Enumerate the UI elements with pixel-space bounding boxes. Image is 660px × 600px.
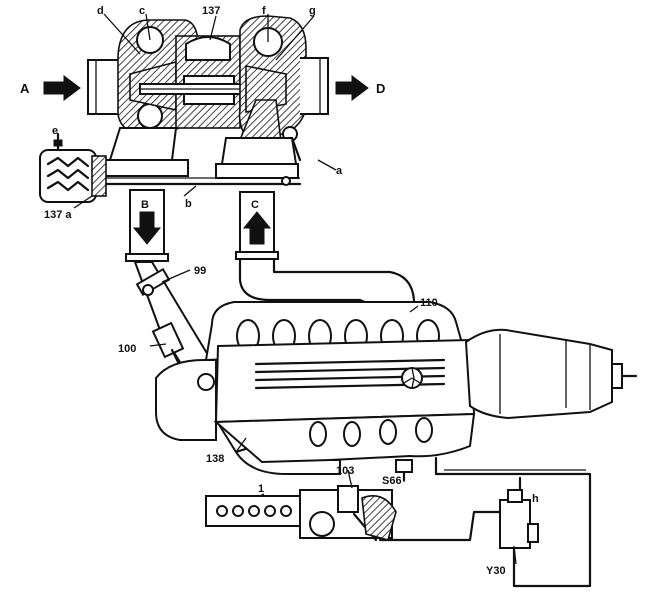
compressor-outlet-flange [108, 127, 178, 161]
signal-line [434, 456, 592, 588]
arrow-a-intake [43, 75, 81, 101]
engine [155, 301, 638, 482]
label-103: 103 [336, 465, 354, 477]
arrow-d-exhaust [335, 75, 369, 101]
label-c: c [139, 5, 145, 17]
valve-y30 [499, 499, 531, 549]
label-99: 99 [194, 265, 206, 277]
label-A: A [20, 81, 30, 96]
pipes [125, 189, 416, 310]
turbocharger [87, 15, 329, 179]
turbine-inlet-flange [220, 137, 298, 165]
label-d: d [97, 5, 104, 17]
label-g: g [309, 5, 316, 17]
switch-s66 [395, 459, 413, 473]
label-C: C [251, 199, 259, 211]
arrow-c-up [242, 211, 272, 245]
label-110: 110 [420, 297, 438, 309]
exhaust-outlet [300, 57, 329, 115]
label-137a: 137 a [44, 209, 72, 221]
label-f: f [262, 5, 266, 17]
vacuum-line [378, 510, 510, 542]
label-S66: S66 [382, 475, 402, 487]
arrow-b-down [132, 211, 162, 245]
label-D: D [376, 81, 385, 96]
label-138: 138 [206, 453, 224, 465]
engine-front [155, 359, 217, 441]
label-100: 100 [118, 343, 136, 355]
label-a: a [336, 165, 343, 177]
wastegate-actuator [39, 132, 302, 203]
valve-cover [214, 338, 476, 424]
label-B: B [141, 199, 149, 211]
labels: A D d c 137 f g a e b 137 a B C 99 100 1… [20, 5, 539, 577]
label-h: h [532, 493, 539, 505]
label-137: 137 [202, 5, 220, 17]
valve-y30-assembly [434, 456, 592, 588]
label-Y30: Y30 [486, 565, 506, 577]
label-b: b [185, 198, 192, 210]
transmission [464, 328, 613, 420]
label-e: e [52, 125, 58, 137]
intake-pipe [87, 59, 123, 115]
label-1: 1 [258, 483, 264, 495]
injection-pump-assembly [205, 485, 510, 542]
unit-103 [337, 485, 359, 513]
flow-arrows [43, 75, 369, 101]
